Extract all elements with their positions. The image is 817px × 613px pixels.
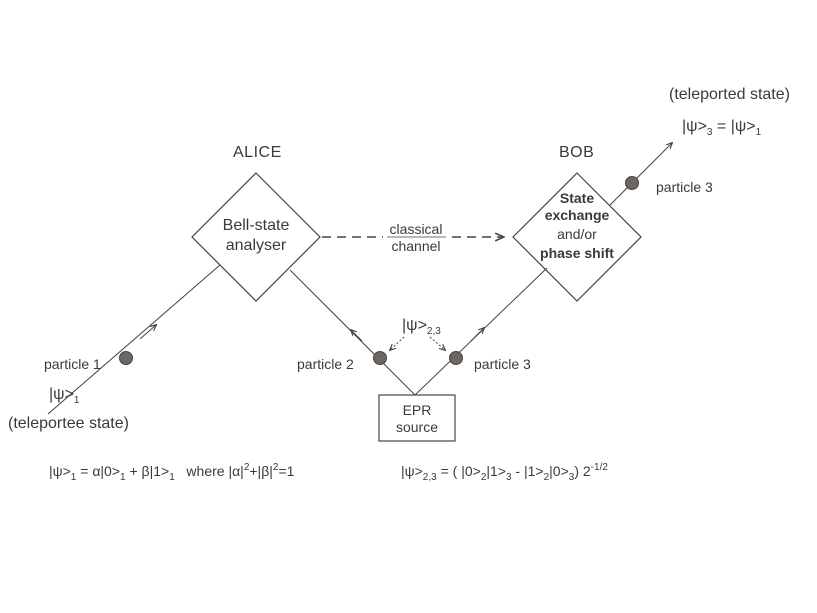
alice-title: ALICE [233,144,282,161]
teleportee-label: (teleportee state) [8,415,129,432]
alice-diamond [191,172,321,302]
pair-state: |ψ>2,3 [402,317,441,337]
particle3-arrow [470,328,484,342]
channel-line1: classical [389,221,443,237]
particle3-out-label: particle 3 [656,179,713,195]
epr-line1: EPR [402,402,432,418]
particle1-arrow [139,325,156,340]
particle2-arrow [351,330,363,342]
bob-box-line3: and/or [557,226,597,242]
bob-box-line4: phase shift [540,245,614,261]
particle2-path [289,269,416,396]
output-state: |ψ>3 = |ψ>1 [682,118,762,138]
particle1-dot [119,351,133,365]
entangle-left-arrow [390,336,405,350]
formula-right: |ψ>2,3 = ( |0>2|1>3 - |1>2|0>3) 2-1/2 [401,462,608,483]
bob-title: BOB [559,144,595,161]
particle3-out-dot [625,176,639,190]
particle2-label: particle 2 [297,356,354,372]
particle3-dot [449,351,463,365]
bob-box-line1: State [559,190,595,206]
bob-diamond [512,172,642,302]
channel-line2: channel [391,238,441,254]
particle1-path [47,264,221,415]
formula-left: |ψ>1 = α|0>1 + β|1>1 where |α|2+|β|2=1 [49,462,295,483]
teleported-label: (teleported state) [669,86,790,103]
output-path [609,143,672,206]
alice-box-line2: analyser [225,237,287,254]
entangle-right-arrow [429,336,445,350]
bob-box-line2: exchange [544,207,610,223]
particle3-label: particle 3 [474,356,531,372]
alice-box-line1: Bell-state [222,217,290,234]
input-state: |ψ>1 [49,386,80,406]
epr-source-box [378,394,456,442]
epr-line2: source [395,419,439,435]
particle1-label: particle 1 [44,356,101,372]
particle2-dot [373,351,387,365]
